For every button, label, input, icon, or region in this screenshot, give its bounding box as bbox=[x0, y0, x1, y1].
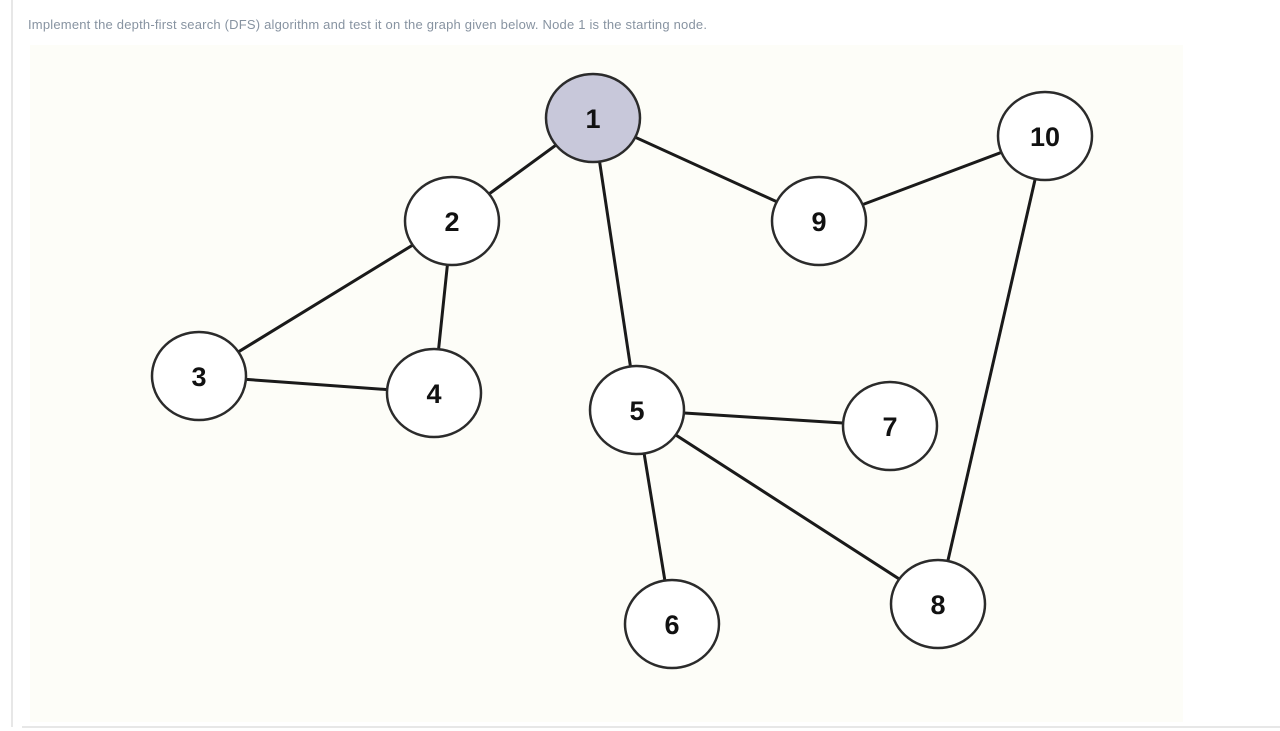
graph-edge-5-8 bbox=[635, 408, 940, 606]
graph-node-8: 8 bbox=[889, 558, 987, 650]
graph-node-3: 3 bbox=[150, 330, 248, 422]
node-circle bbox=[889, 558, 987, 650]
left-border-line bbox=[11, 0, 13, 727]
node-circle bbox=[588, 364, 686, 456]
node-label: 4 bbox=[426, 379, 441, 409]
graph-node-10: 10 bbox=[996, 90, 1094, 182]
graph-node-9: 9 bbox=[770, 175, 868, 267]
graph-edge-2-3 bbox=[197, 219, 454, 378]
node-label: 6 bbox=[664, 610, 679, 640]
node-circle bbox=[385, 347, 483, 439]
node-label: 3 bbox=[191, 362, 206, 392]
node-label: 9 bbox=[811, 207, 826, 237]
node-circle bbox=[996, 90, 1094, 182]
graph-node-4: 4 bbox=[385, 347, 483, 439]
node-label: 5 bbox=[629, 396, 644, 426]
exercise-prompt: Implement the depth-first search (DFS) a… bbox=[28, 17, 708, 32]
node-circle bbox=[841, 380, 939, 472]
graph-node-2: 2 bbox=[403, 175, 501, 267]
graph-node-1: 1 bbox=[544, 72, 642, 164]
graph-edge-10-8 bbox=[936, 134, 1047, 606]
node-label: 1 bbox=[585, 104, 600, 134]
graph-node-7: 7 bbox=[841, 380, 939, 472]
node-label: 2 bbox=[444, 207, 459, 237]
node-label: 10 bbox=[1030, 122, 1060, 152]
start-node-circle bbox=[544, 72, 642, 164]
node-circle bbox=[623, 578, 721, 670]
graph-node-6: 6 bbox=[623, 578, 721, 670]
graph-node-5: 5 bbox=[588, 364, 686, 456]
node-circle bbox=[403, 175, 501, 267]
graph-edge-1-5 bbox=[591, 116, 639, 412]
bottom-border-line bbox=[22, 726, 1280, 728]
node-circle bbox=[150, 330, 248, 422]
node-circle bbox=[770, 175, 868, 267]
node-label: 7 bbox=[882, 412, 897, 442]
node-label: 8 bbox=[930, 590, 945, 620]
